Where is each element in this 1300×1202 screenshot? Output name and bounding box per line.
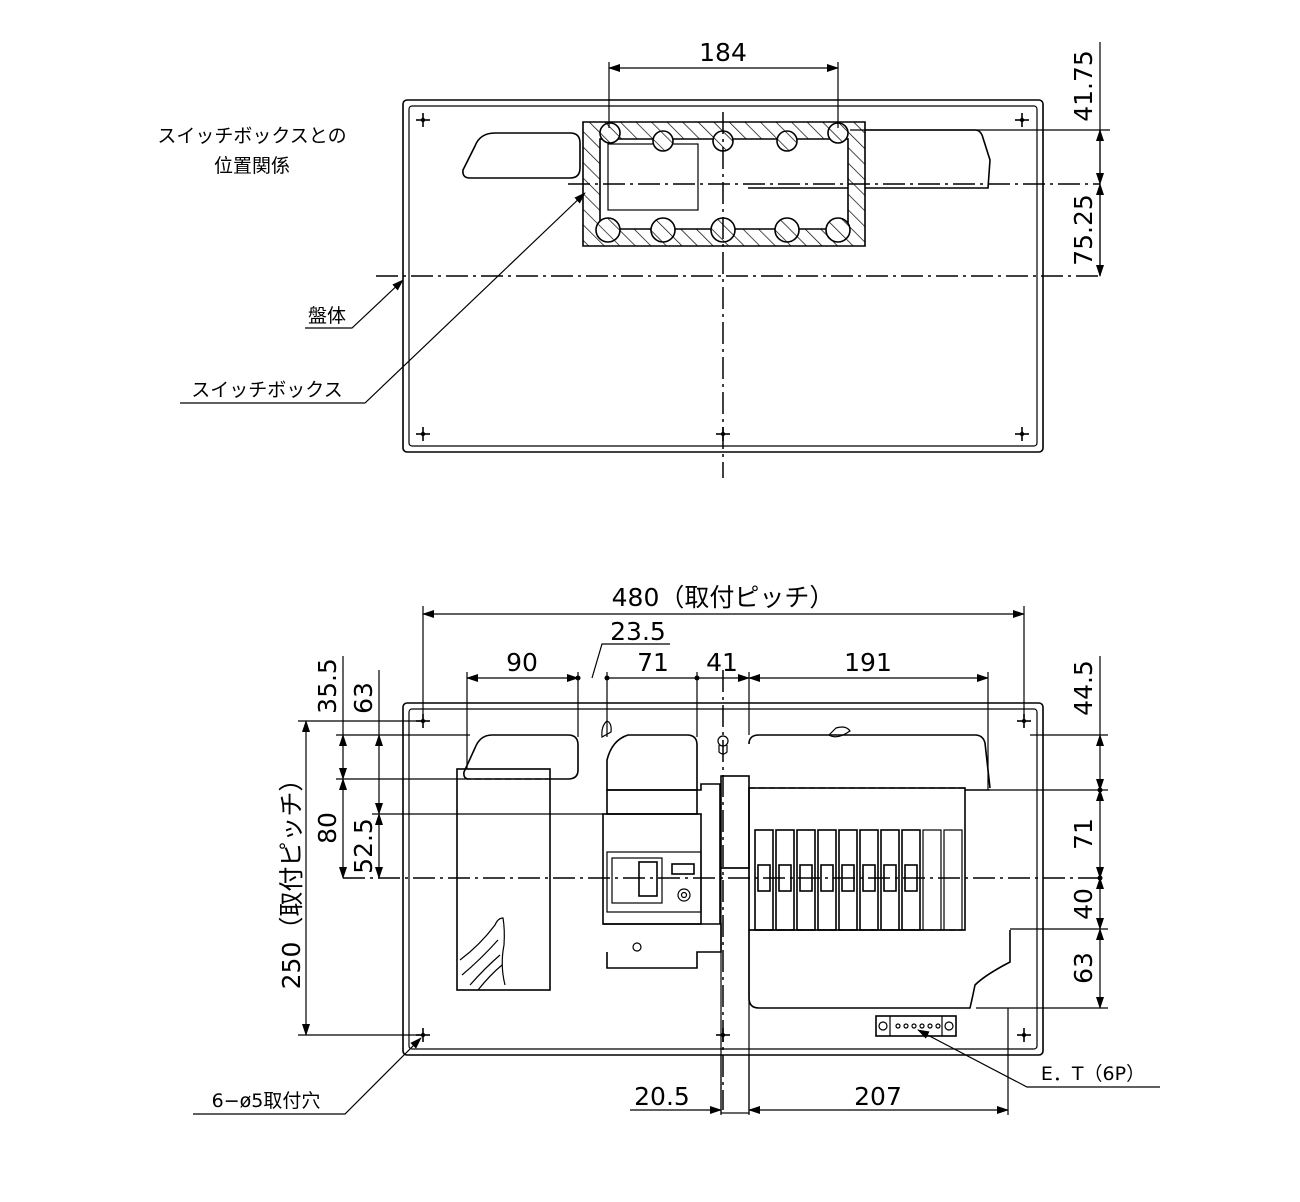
panel-body-label: 盤体: [308, 305, 346, 327]
top-view: 184 41.75 75.25 スイッチボックスとの 位置関係 盤体 スイッチボ…: [157, 38, 1110, 478]
switch-box-label: スイッチボックス: [191, 379, 342, 401]
dim-41-label: 41: [706, 648, 738, 677]
mount-hole-icon: [415, 426, 431, 442]
branch-breaker: [754, 829, 774, 931]
branch-breaker: [838, 829, 858, 931]
dim-40-label: 40: [1069, 888, 1098, 920]
mount-holes-label: 6−ø5取付穴: [212, 1090, 321, 1112]
branch-breaker-spare: [922, 829, 942, 931]
dim-205-label: 20.5: [634, 1082, 690, 1111]
front-right-knockout: [748, 734, 991, 789]
dim-184-label: 184: [699, 38, 747, 67]
branch-breaker: [775, 829, 795, 931]
dim-250-label: 250（取付ピッチ）: [277, 767, 306, 990]
branch-breaker: [901, 829, 921, 931]
main-breaker-window: [611, 857, 663, 904]
switch-box-leader: [180, 192, 586, 404]
front-left-knockout: [463, 734, 579, 780]
wire-sketch: [459, 917, 506, 991]
front-right-lower-knockout: [748, 930, 1011, 1009]
dim-480-label: 480（取付ピッチ）: [612, 583, 835, 612]
branch-breaker: [817, 829, 837, 931]
main-breaker-indicator-icon: [677, 888, 691, 902]
dim-71r-label: 71: [1069, 818, 1098, 850]
top-left-knockout: [462, 132, 581, 179]
relation-label-line2: 位置関係: [214, 155, 290, 177]
relation-label-line1: スイッチボックスとの: [157, 125, 346, 147]
dim-63r-label: 63: [1069, 952, 1098, 984]
main-breaker-toggle: [638, 861, 658, 897]
dim-90-label: 90: [506, 648, 538, 677]
branch-breakers: [754, 829, 963, 931]
dim-7525-label: 75.25: [1069, 194, 1098, 266]
switch-box-inner: [607, 143, 699, 211]
dim-63l-label: 63: [349, 682, 378, 714]
branch-breaker-spare: [943, 829, 963, 931]
dim-235-label: 23.5: [610, 617, 666, 646]
dim-71h-label: 71: [637, 648, 669, 677]
main-breaker-test-button: [671, 863, 695, 875]
main-breaker-body: [602, 813, 702, 925]
earth-terminal-block: [875, 1015, 957, 1037]
panel-body-leader: [305, 279, 404, 329]
earth-terminal-leader: [917, 1029, 1160, 1088]
earth-terminal-label: E．T（6P）: [1041, 1063, 1145, 1085]
main-breaker-upper: [606, 789, 698, 815]
branch-breaker: [880, 829, 900, 931]
branch-breaker: [859, 829, 879, 931]
center-bus-bar-lower: [720, 867, 750, 1114]
main-breaker-face: [606, 851, 702, 913]
mount-hole-icon: [1014, 112, 1030, 128]
center-knockout: [606, 734, 698, 791]
dim-80-label: 80: [313, 812, 342, 844]
mount-hole-icon: [1016, 1027, 1032, 1043]
slot-icon: [828, 726, 851, 738]
mount-holes-leader: [193, 1037, 422, 1115]
dim-4175-label: 41.75: [1069, 50, 1098, 122]
dim-525-label: 52.5: [349, 818, 378, 874]
dim-207-label: 207: [854, 1082, 902, 1111]
main-breaker-base: [603, 923, 722, 969]
front-view: 480（取付ピッチ） 23.5 90 71 41 191 250（取付ピッチ）: [193, 583, 1160, 1115]
dim-191-label: 191: [844, 648, 892, 677]
left-cover-panel: [456, 768, 551, 991]
mount-hole-icon: [415, 112, 431, 128]
center-bus-bar: [720, 775, 750, 869]
dim-445-label: 44.5: [1069, 660, 1098, 716]
dim-235-leader: [591, 643, 670, 679]
branch-breaker: [796, 829, 816, 931]
mount-hole-icon: [1014, 426, 1030, 442]
dim-355-label: 35.5: [313, 658, 342, 714]
